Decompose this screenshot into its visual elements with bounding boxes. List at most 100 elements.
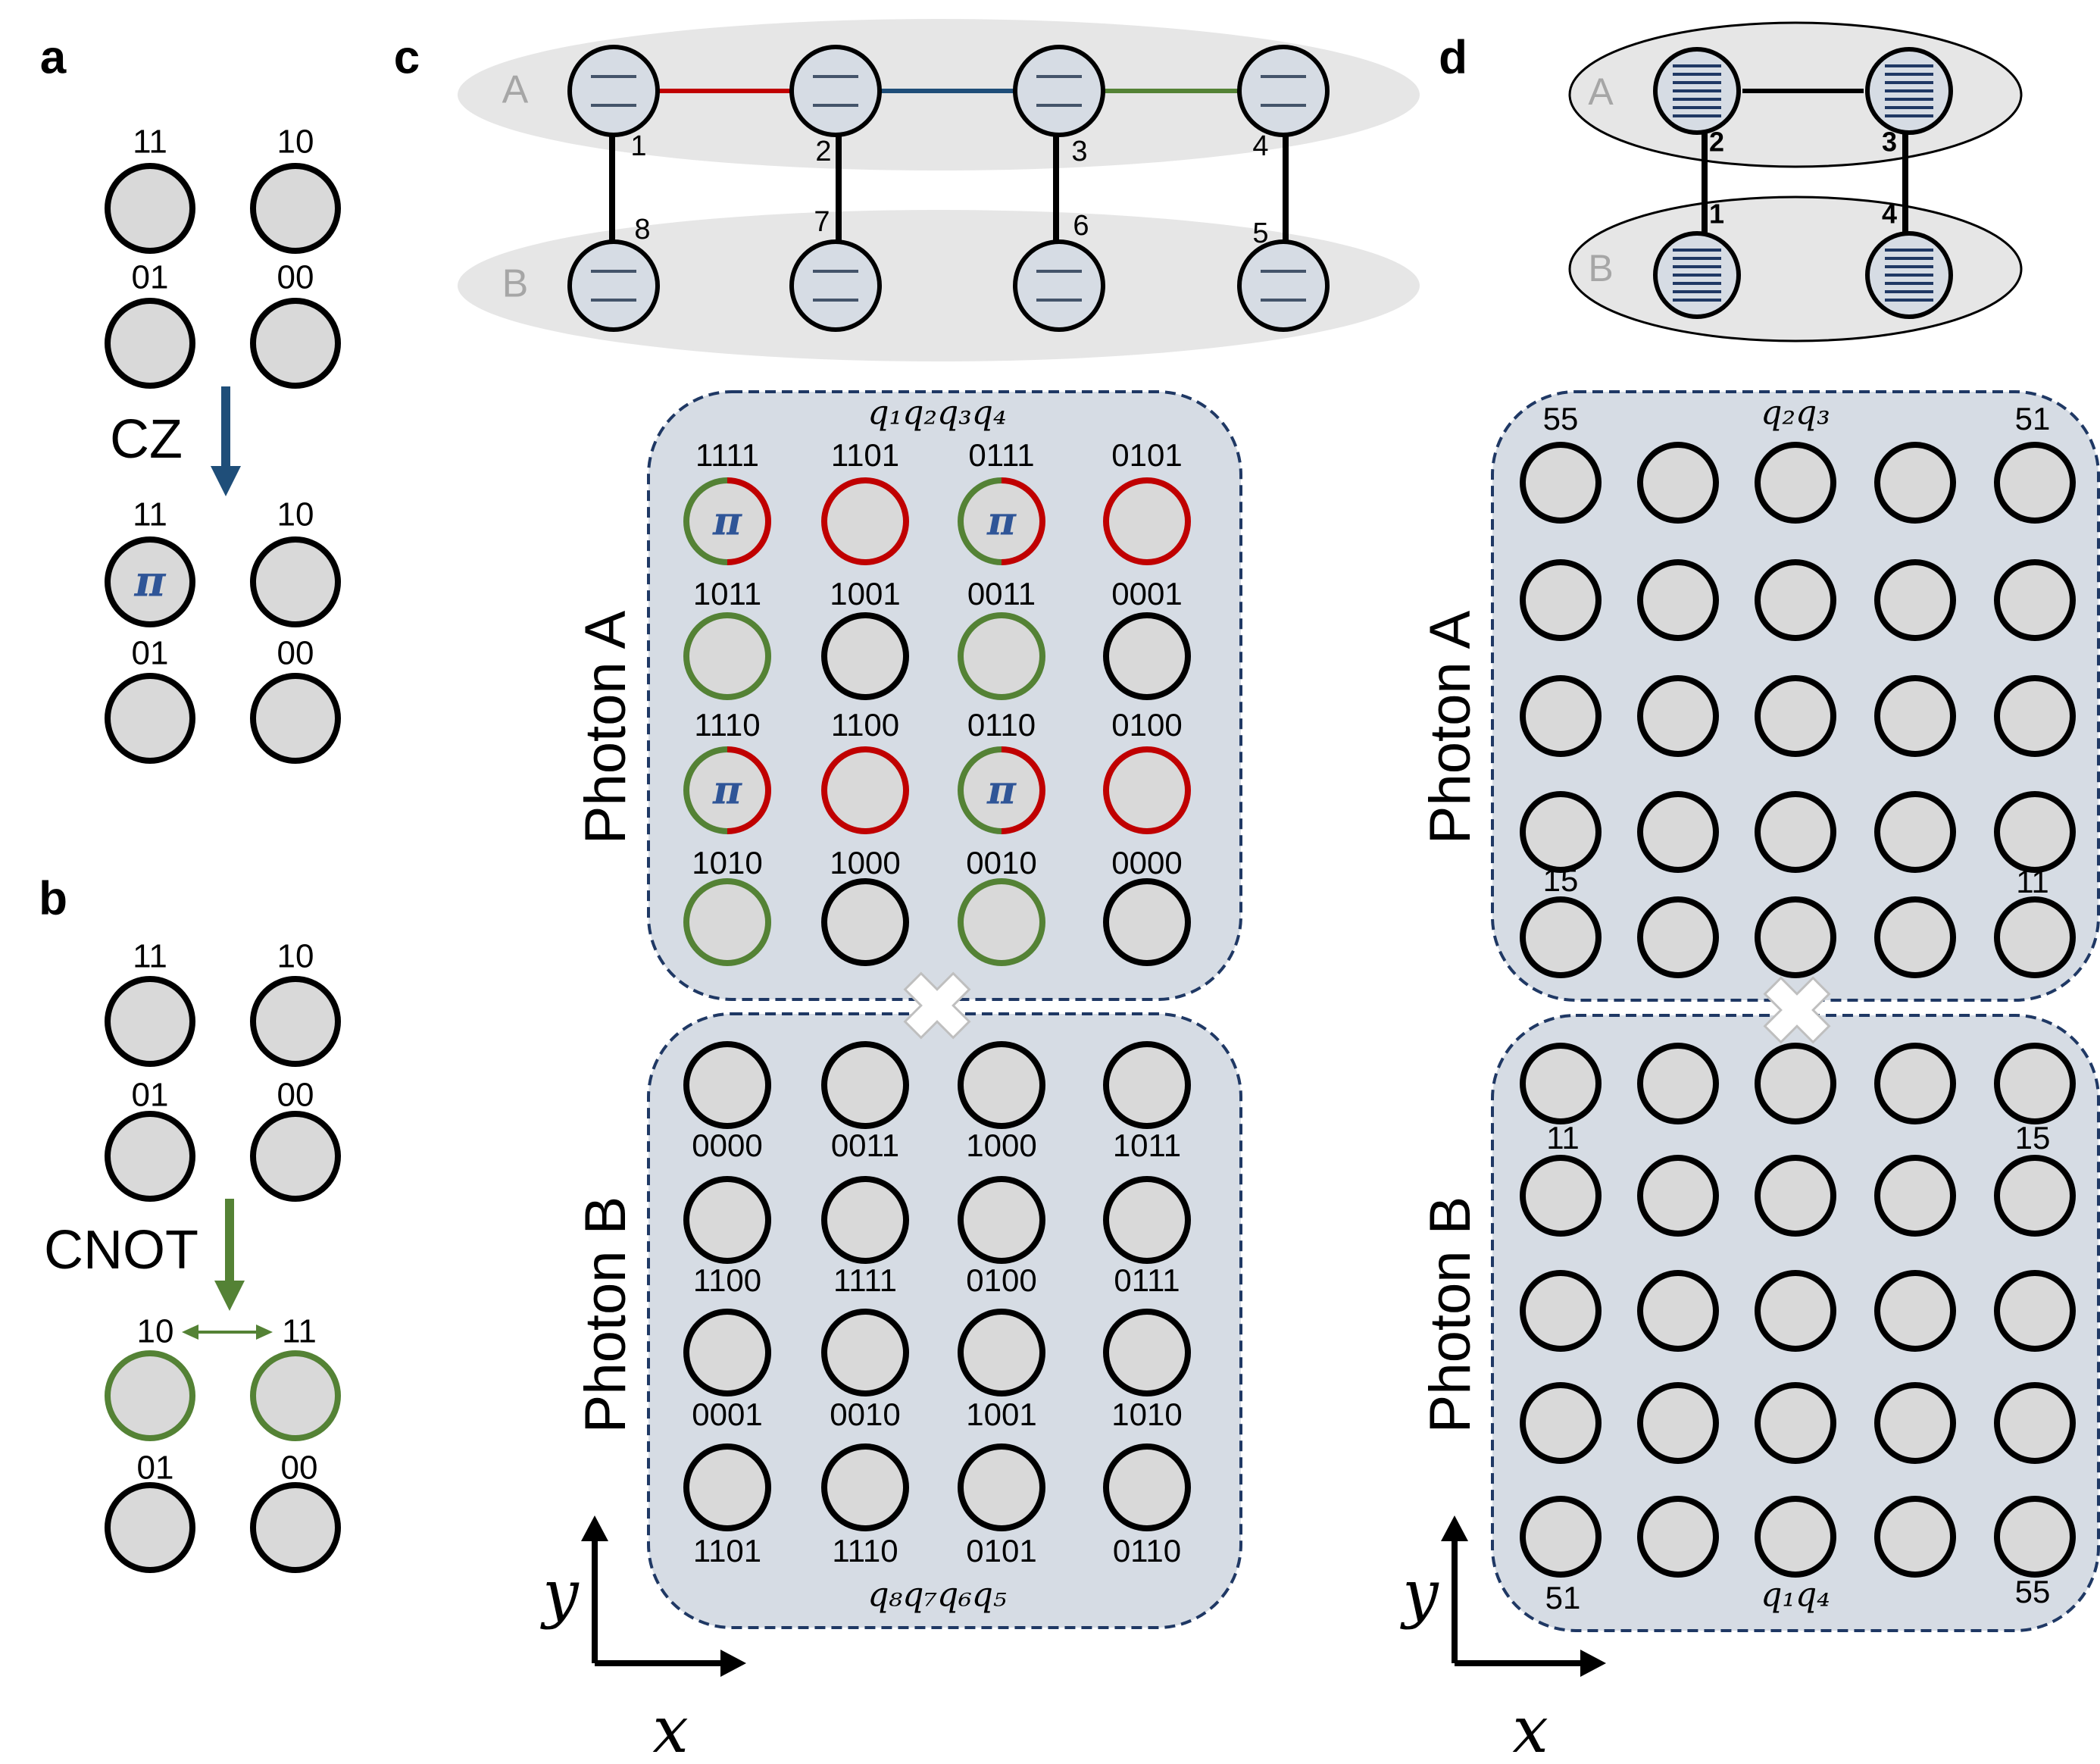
panel-d-photon-a-circle: [1755, 442, 1836, 524]
panel-d-photon-b-circle: [1755, 1043, 1836, 1124]
panel-c-photon-b-circle: [821, 1041, 909, 1129]
panel-c-photon-a-label: Photon A: [573, 610, 638, 844]
panel-c-photon-b-footer: q₈q₇q₆q₅: [867, 1576, 1007, 1615]
panel-c-photon-a-circle: [1103, 746, 1191, 834]
panel-c-photon-b-state-label: 1101: [693, 1533, 761, 1569]
panel-c-photon-b-state-label: 1111: [833, 1262, 897, 1298]
panel-c-photon-b-label: Photon B: [573, 1196, 638, 1434]
panel-c-photon-a-split-circle-green-arc: [958, 477, 1002, 565]
panel-c-photon-b-state-label: 0011: [831, 1128, 899, 1163]
panel-c-ellipse-b: [458, 210, 1420, 361]
panel-b-before-circle: [105, 976, 195, 1067]
panel-c-photon-b-circle: [683, 1176, 771, 1264]
panel-c-photon-a-state-label: 1111: [695, 437, 759, 473]
panel-c-photon-a-split-circle-green-arc: [683, 477, 728, 565]
panel-d-row-label-b: B: [1588, 247, 1613, 289]
panel-c-photon-a-split-circle-green-arc: [958, 746, 1002, 834]
panel-d-photon-b-circle: [1994, 1270, 2076, 1352]
panel-d-photon-a-circle: [1520, 896, 1602, 978]
panel-c-photon-b-circle: [1103, 1443, 1191, 1531]
panel-d-photon-b-circle: [1637, 1496, 1719, 1578]
panel-c-photon-a-state-label: 1001: [830, 576, 900, 611]
panel-c-qubit-number: 1: [630, 130, 646, 162]
panel-d-corner-label: 11: [1546, 1120, 1580, 1156]
panel-c-qubit-number: 5: [1252, 217, 1268, 249]
panel-d-photon-a-header: q₂q₃: [1761, 394, 1830, 433]
panel-c-photon-b-circle: [683, 1041, 771, 1129]
panel-c-photon-b-circle: [683, 1309, 771, 1396]
panel-d-photon-b-circle: [1874, 1382, 1956, 1464]
panel-c-row-label-a: A: [502, 68, 529, 112]
panel-c-photon-a-circle: [1103, 878, 1191, 966]
panel-a-before-circle: [250, 163, 341, 254]
panel-c-qubit-top: [789, 45, 882, 137]
panel-c-photon-b-state-label: 0111: [1114, 1262, 1180, 1298]
panel-d-photon-a-circle: [1994, 442, 2076, 524]
panel-c-photon-a-split-circle-red-arc: [1001, 477, 1045, 565]
panel-c-photon-b-state-label: 1010: [1111, 1396, 1182, 1432]
panel-c-qubit-number: 7: [814, 206, 830, 238]
panel-c-photon-b-circle: [821, 1309, 909, 1396]
panel-c-photon-a-header: q₁q₂q₃q₄: [867, 394, 1006, 433]
panel-c-photon-a-state-label: 0010: [966, 845, 1036, 880]
panel-c-axes-x-label: x: [652, 1693, 688, 1764]
panel-d-photon-b-circle: [1520, 1382, 1602, 1464]
panel-d-photon-b-circle: [1637, 1043, 1719, 1124]
panel-d-photon-a-circle: [1755, 896, 1836, 978]
panel-d-photon-b-footer: q₁q₄: [1761, 1576, 1830, 1615]
panel-d-photon-b-circle: [1755, 1155, 1836, 1237]
panel-d-photon-b-circle: [1520, 1043, 1602, 1124]
panel-d-photon-b-circle: [1994, 1155, 2076, 1237]
panel-d-photon-a-circle: [1994, 559, 2076, 641]
panel-b-after-label: 01: [137, 1450, 174, 1487]
panel-c-photon-b-circle: [958, 1443, 1045, 1531]
panel-c-photon-b-state-label: 0101: [966, 1533, 1036, 1569]
panel-c-photon-b-state-label: 0000: [692, 1128, 762, 1163]
panel-c-separator-cross: [903, 971, 971, 1040]
panel-c-photon-b-circle: [821, 1176, 909, 1264]
panel-c-photon-b-circle: [958, 1041, 1045, 1129]
panel-a-after-circle: [105, 536, 195, 627]
panel-b-before-circle: [250, 976, 341, 1067]
panel-d-photon-b-circle: [1874, 1496, 1956, 1578]
panel-c-photon-a-split-circle-fill: [961, 480, 1042, 562]
panel-c-photon-b-state-label: 0110: [1113, 1533, 1181, 1569]
panel-d-photon-a-circle: [1520, 559, 1602, 641]
panel-c-photon-a-state-label: 1000: [830, 845, 900, 880]
panel-c-letter: c: [394, 31, 420, 83]
panel-d-corner-label: 55: [2015, 1574, 2051, 1609]
panel-b-after-circle: [105, 1482, 195, 1573]
panel-d-photon-b-circle: [1994, 1043, 2076, 1124]
panel-c-photon-b-circle: [958, 1176, 1045, 1264]
panel-d-photon-a-circle: [1637, 559, 1719, 641]
panel-c-qubit-number: 4: [1252, 130, 1268, 162]
panel-c-qubit-number: 8: [634, 214, 650, 246]
panel-c-photon-a-split-circle-fill: [961, 749, 1042, 831]
panel-c-qubit-number: 6: [1073, 210, 1089, 242]
panel-b-after-circle: [250, 1482, 341, 1573]
panel-c-photon-a-circle: [821, 878, 909, 966]
panel-c-photon-a-circle: [683, 612, 771, 700]
panel-a-gate-label: CZ: [110, 409, 183, 470]
panel-a-after-label: 10: [277, 496, 314, 533]
panel-c-photon-a-circle: [683, 878, 771, 966]
panel-a-after-circle: [105, 673, 195, 764]
panel-a-after-label: 01: [132, 635, 169, 672]
panel-d-photon-a-circle: [1874, 559, 1956, 641]
panel-d-photon-b-circle: [1637, 1155, 1719, 1237]
panel-d-photon-a-circle: [1637, 791, 1719, 873]
panel-c-qubit-number: 3: [1071, 136, 1087, 167]
panel-c-photon-a-state-label: 0111: [968, 437, 1034, 473]
panel-b-before-label: 01: [132, 1077, 169, 1114]
panel-b-letter: b: [39, 872, 67, 924]
panel-c-photon-a-split-circle-red-arc: [727, 746, 771, 834]
panel-c-photon-a-state-label: 0110: [967, 707, 1036, 743]
panel-c-photon-a-state-label: 1110: [694, 707, 760, 743]
panel-c-photon-b-box: [647, 1012, 1242, 1629]
panel-c-photon-a-split-circle-red-arc: [727, 477, 771, 565]
panel-c-photon-a-state-label: 1010: [692, 845, 762, 880]
panel-c-axes-y-arrowhead: [581, 1515, 608, 1541]
panel-b-before-label: 00: [277, 1077, 314, 1114]
panel-d-photon-a-circle: [1874, 442, 1956, 524]
